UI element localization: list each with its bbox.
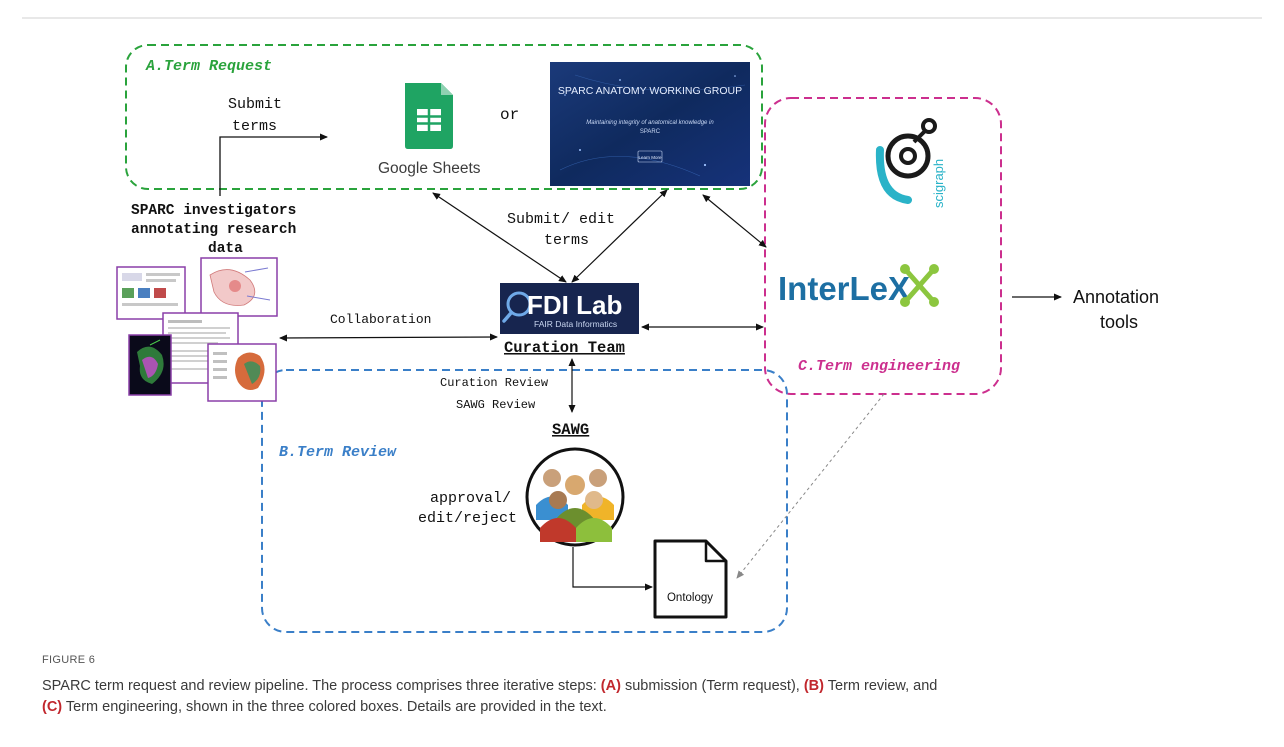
term-review-box	[261, 369, 788, 633]
term-request-box	[125, 44, 763, 190]
google-sheets-label: Google Sheets	[378, 160, 481, 177]
banner-engineering-arrow	[702, 194, 767, 248]
annotation-tools-label-1: Annotation	[1073, 287, 1159, 307]
submit-edit-label-1: Submit/ edit	[507, 211, 615, 228]
google-sheets-icon	[405, 83, 453, 149]
people-group-icon	[525, 447, 625, 547]
research-data-collage	[116, 257, 278, 402]
submit-edit-label-2: terms	[544, 232, 589, 249]
engineering-ontology-arrow	[736, 393, 885, 579]
sawg-website-banner: SPARC ANATOMY WORKING GROUP Maintaining …	[550, 62, 750, 186]
svg-text:Maintaining integrity of anato: Maintaining integrity of anatomical know…	[586, 120, 714, 126]
collaboration-arrow	[279, 333, 498, 342]
caption-a-text: submission (Term request),	[620, 678, 804, 694]
term-engineering-title: C.Term engineering	[798, 358, 960, 375]
annotation-tools-label-2: tools	[1100, 312, 1138, 332]
curation-team-label: Curation Team	[504, 339, 625, 357]
caption-b-text: Term review, and	[823, 678, 938, 694]
investigators-label-2: annotating research	[131, 222, 296, 238]
interlex-wordmark: InterLeX	[778, 270, 910, 307]
sawg-review-label: SAWG Review	[456, 398, 536, 412]
investigators-label-3: data	[208, 241, 243, 257]
scigraph-wordmark: scigraph	[931, 159, 946, 208]
caption-c-text: Term engineering, shown in the three col…	[62, 699, 607, 715]
term-review-title: B.Term Review	[279, 444, 397, 461]
scigraph-logo: scigraph	[866, 110, 946, 214]
approval-label-1: approval/	[430, 490, 511, 507]
collaboration-label: Collaboration	[330, 312, 431, 327]
curation-review-label: Curation Review	[440, 376, 549, 390]
submit-terms-label-2: terms	[232, 118, 277, 135]
svg-text:SPARC: SPARC	[640, 129, 661, 135]
figure-label: FIGURE 6	[42, 654, 96, 666]
submit-edit-arrow-right	[571, 189, 668, 283]
caption-marker-c: (C)	[42, 699, 63, 715]
submit-terms-arrow	[219, 133, 328, 196]
approval-label-2: edit/reject	[418, 510, 517, 527]
fdi-lab-subtitle: FAIR Data Informatics	[534, 319, 617, 329]
ontology-label: Ontology	[667, 592, 713, 604]
term-request-title: A.Term Request	[145, 58, 272, 75]
caption-marker-b: (B)	[803, 678, 824, 694]
sawg-ontology-arrow	[572, 547, 653, 591]
figure-caption: SPARC term request and review pipeline. …	[42, 676, 1242, 718]
submit-terms-label-1: Submit	[228, 96, 282, 113]
fdi-lab-logo: FDI Lab FAIR Data Informatics	[500, 283, 639, 334]
svg-text:Learn More: Learn More	[638, 155, 662, 160]
sawg-label: SAWG	[552, 421, 589, 439]
svg-text:SPARC ANATOMY WORKING GROUP: SPARC ANATOMY WORKING GROUP	[558, 85, 742, 97]
fdi-lab-title: FDI Lab	[527, 290, 622, 320]
term-engineering-box	[764, 97, 1002, 395]
submit-edit-arrow-left	[432, 192, 567, 283]
ontology-document-icon: Ontology	[653, 539, 728, 619]
or-label: or	[500, 106, 519, 124]
caption-marker-a: (A)	[600, 678, 621, 694]
investigators-label-1: SPARC investigators	[131, 203, 296, 219]
interlex-logo: InterLeX	[778, 264, 939, 307]
caption-intro: SPARC term request and review pipeline. …	[42, 678, 601, 694]
